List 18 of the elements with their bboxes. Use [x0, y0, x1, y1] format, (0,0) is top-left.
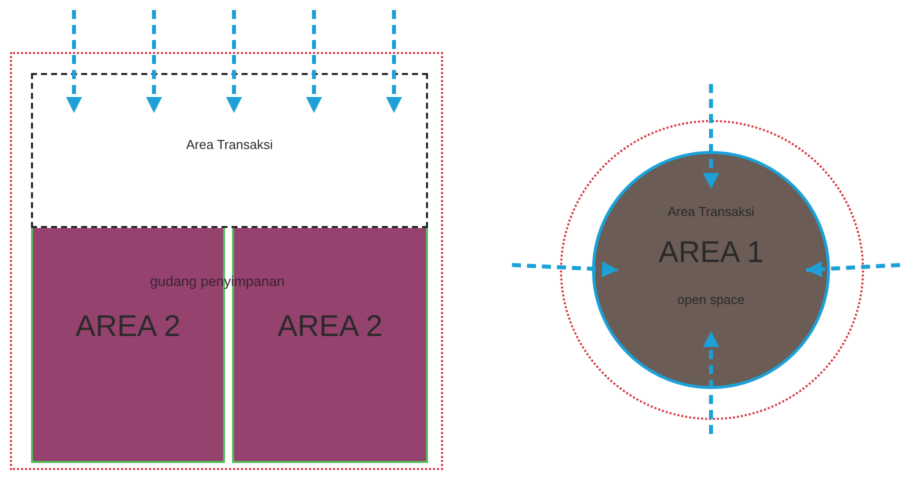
arrow [226, 10, 242, 113]
arrow [806, 261, 900, 278]
area-title: AREA 2 [75, 310, 181, 344]
arrow [512, 261, 618, 278]
area-label: Area Transaksi [668, 204, 754, 220]
area-caption: open space [677, 292, 745, 308]
area-title: AREA 1 [658, 236, 764, 270]
arrow [146, 10, 162, 113]
arrow [703, 84, 719, 189]
arrow [703, 331, 719, 434]
transaction-area [31, 73, 428, 228]
area-label: Area Transaksi [186, 137, 273, 152]
arrow [306, 10, 322, 113]
zone-boundary [560, 120, 864, 420]
area-title: AREA 2 [277, 310, 383, 344]
arrow [386, 10, 402, 113]
arrow [66, 10, 82, 113]
zone-boundary [10, 52, 443, 470]
